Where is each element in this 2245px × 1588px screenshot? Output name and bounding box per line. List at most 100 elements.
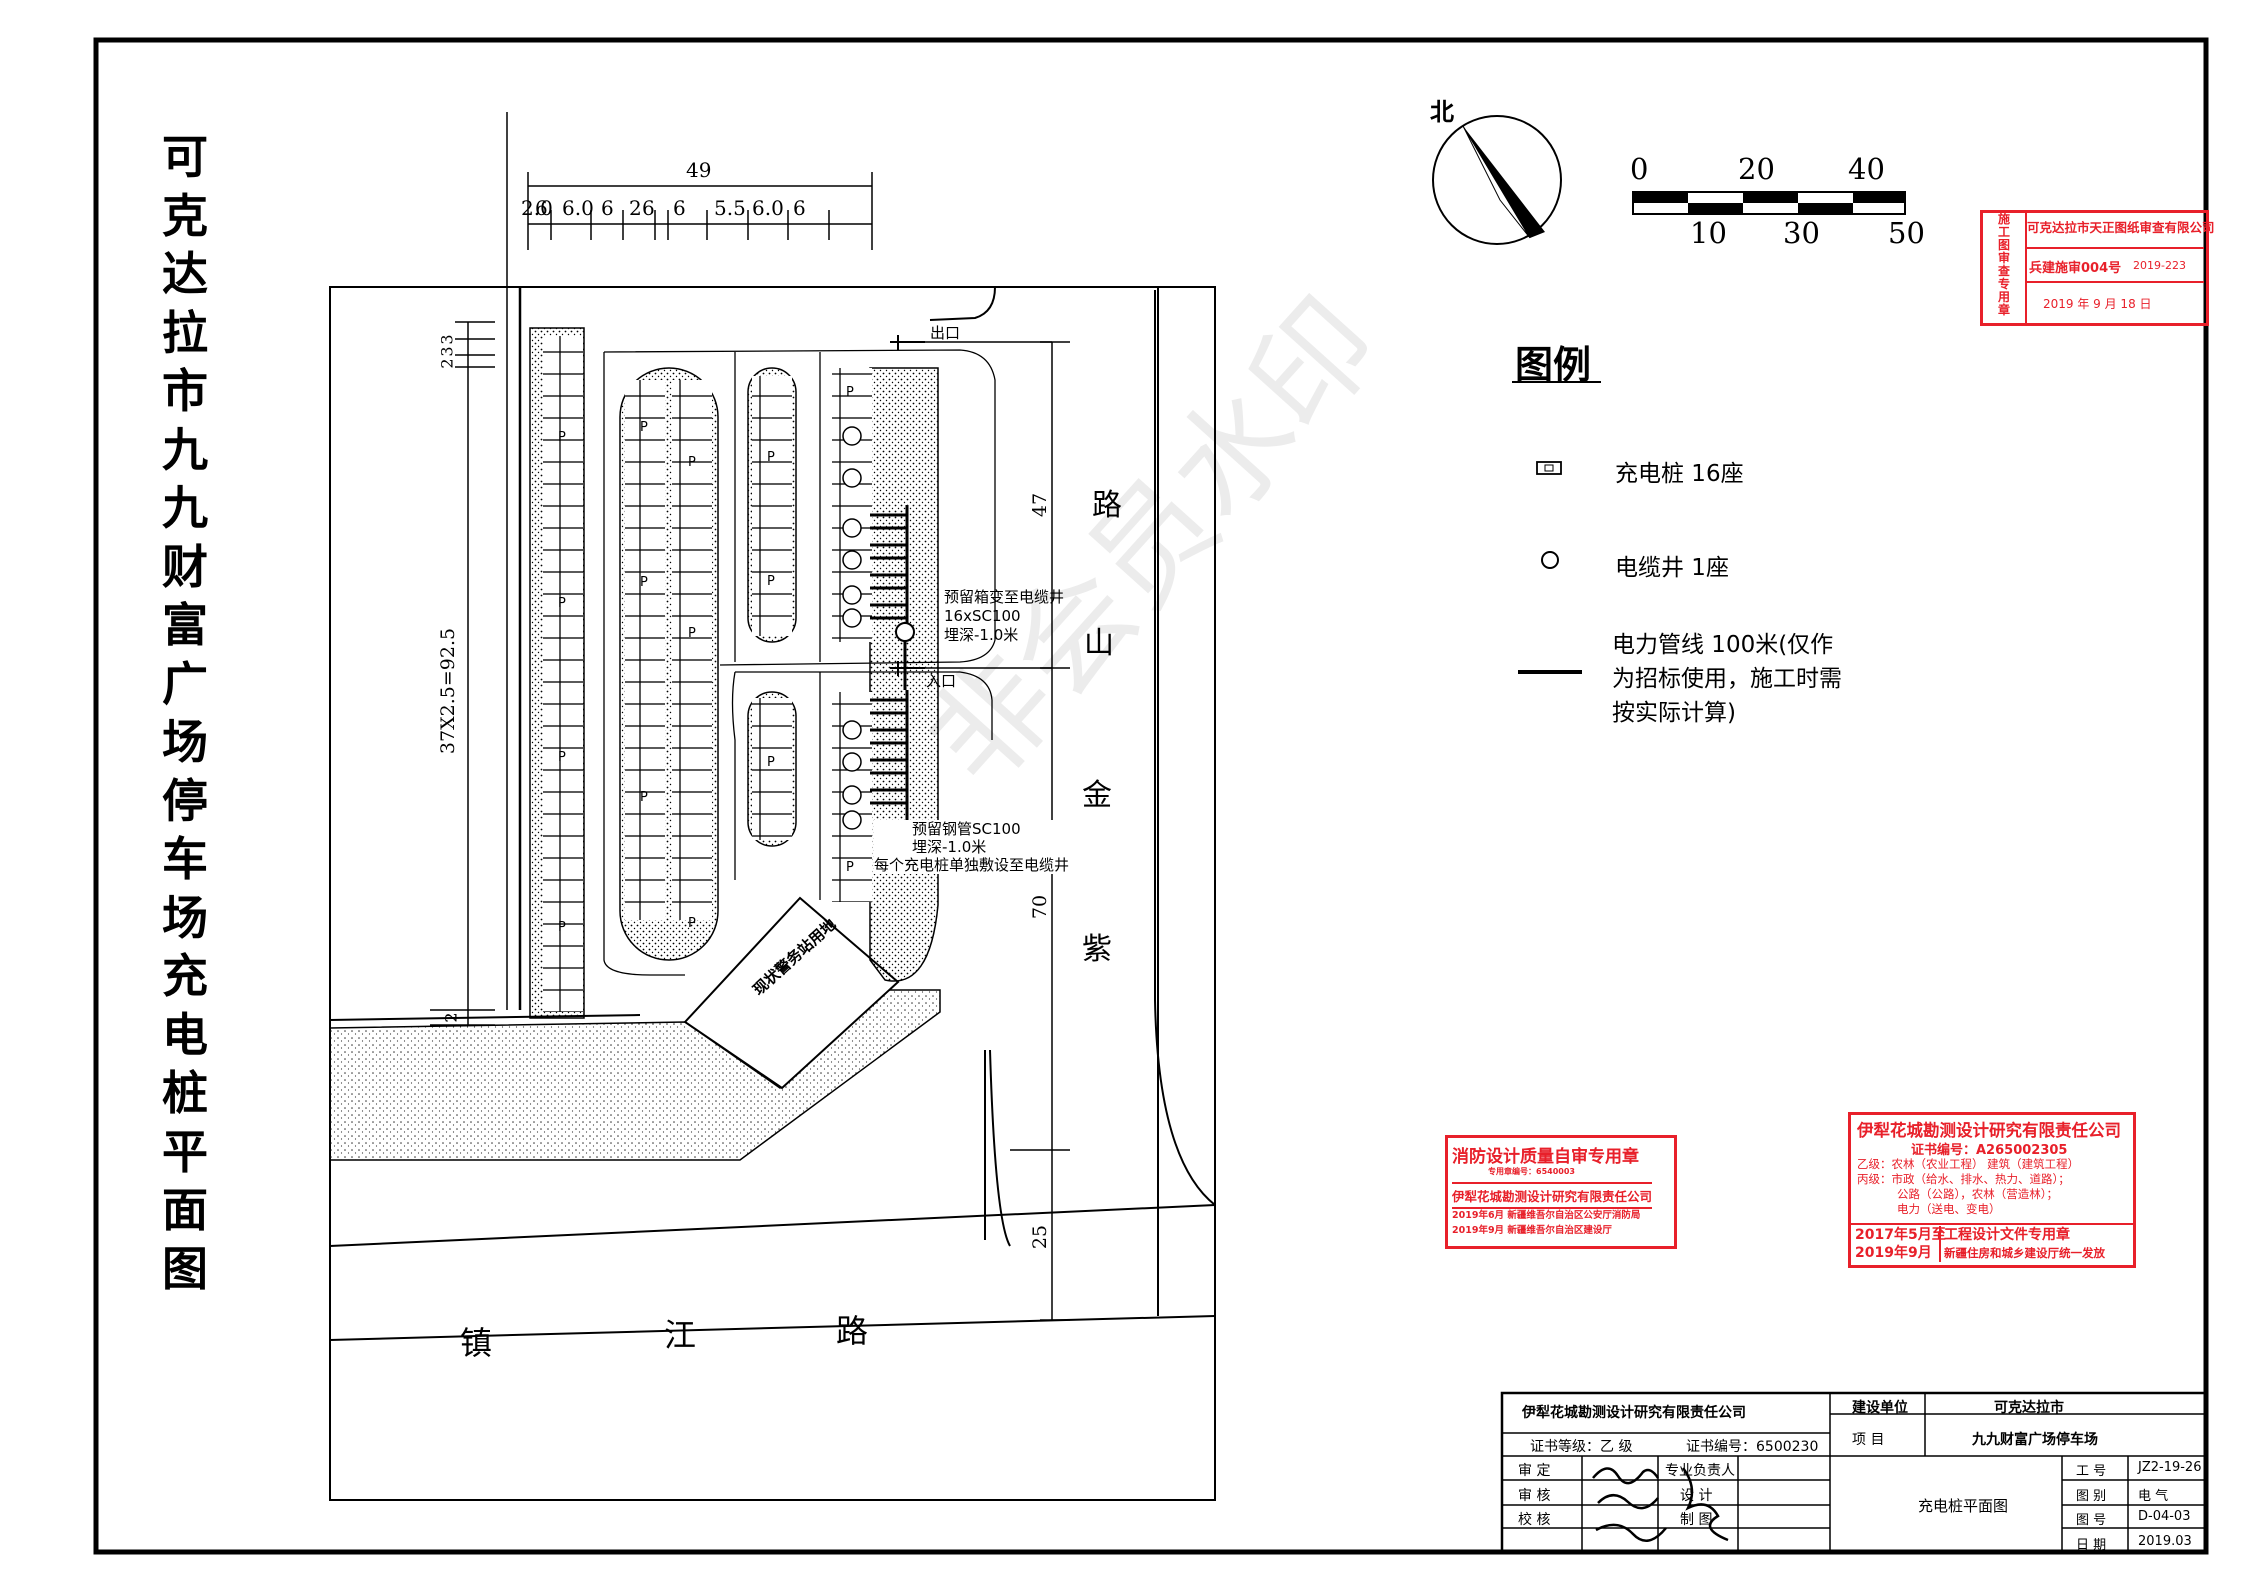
tb-company: 伊犁花城勘测设计研究有限责任公司	[1522, 1405, 1746, 1421]
parking-p-mark: P	[688, 916, 696, 931]
dim-right-25: 25	[1029, 1224, 1052, 1250]
parking-p-mark: P	[688, 626, 696, 641]
note-transformer: 预留箱变至电缆井 16xSC100 埋深-1.0米	[944, 588, 1064, 645]
dim-part: 2	[629, 196, 642, 220]
tb-design: 设 计	[1680, 1488, 1713, 1504]
parking-p-mark: P	[558, 920, 566, 935]
dim-left-bottom: 2	[441, 1012, 461, 1023]
fire-stamp-lines: 2019年6月 新疆维吾尔自治区公安厅消防局 2019年9月 新疆维吾尔自治区建…	[1452, 1208, 1640, 1238]
police-station-plot	[683, 896, 900, 1090]
review-stamp-side-char: 施	[1997, 212, 2010, 226]
stall-row-2	[752, 376, 792, 636]
dim-left-top: 3	[437, 334, 457, 345]
scale-label: 10	[1690, 216, 1727, 250]
road-south-2: 江	[664, 1316, 697, 1354]
review-stamp-side: 施工图审查专用章	[1983, 213, 2027, 323]
frame-border	[93, 37, 2209, 1555]
parking-p-mark: P	[767, 450, 775, 465]
parking-p-mark: P	[558, 430, 566, 445]
site-boundary	[329, 286, 1216, 1501]
stall-row-3	[752, 698, 792, 840]
note-conduit: 预留钢管SC100 埋深-1.0米 每个充电桩单独敷设至电缆井	[874, 820, 1070, 874]
road-south-3: 路	[836, 1312, 869, 1350]
tb-meta-value: 电 气	[2138, 1488, 2169, 1504]
review-stamp-no2: 2019-223	[2133, 259, 2186, 272]
parking-p-mark: P	[767, 755, 775, 770]
design-stamp-scope: 乙级：农林（农业工程） 建筑（建筑工程） 丙级：市政（给水、排水、热力、道路）；…	[1857, 1157, 2079, 1217]
design-stamp-dates: 2017年5月至 2019年9月	[1855, 1226, 1946, 1262]
design-stamp-line: 乙级：农林（农业工程） 建筑（建筑工程）	[1857, 1157, 2080, 1171]
review-stamp: 施工图审查专用章 可克达拉市天正图纸审查有限公司 兵建施审004号 2019-2…	[1980, 210, 2215, 326]
legend-item-charger: 充电桩 16座	[1615, 461, 1744, 487]
dim-part: 6	[793, 196, 806, 220]
dim-left-top3: 2	[437, 358, 457, 369]
dim-right-70: 70	[1029, 894, 1052, 920]
road-east-1: 紫	[1082, 932, 1112, 967]
tb-meta-value: D-04-03	[2138, 1509, 2191, 1524]
design-stamp-note-line: 工程设计文件专用章	[1944, 1227, 2070, 1243]
title-char: 车	[162, 832, 208, 886]
review-stamp-company: 可克达拉市天正图纸审查有限公司	[2027, 220, 2215, 235]
legend-heading: 图例	[1515, 343, 1592, 387]
power-line	[870, 505, 909, 830]
review-stamp-date: 2019 年 9 月 18 日	[2043, 297, 2152, 311]
review-stamp-side-char: 图	[1997, 238, 2010, 252]
review-stamp-side-char: 章	[1997, 303, 2010, 317]
design-stamp-line: 丙级：市政（给水、排水、热力、道路）；	[1857, 1172, 2070, 1186]
cable-well-marker	[895, 622, 915, 642]
fire-stamp-code: 专用章编号：6540003	[1488, 1167, 1575, 1176]
north-arrow-circle	[1432, 115, 1562, 245]
fire-stamp-title: 消防设计质量自审专用章	[1452, 1147, 1639, 1167]
note-line: 预留箱变至电缆井	[944, 588, 1065, 606]
signature-marks	[1592, 1467, 1729, 1542]
dimension-top	[527, 172, 873, 250]
note-line: 埋深-1.0米	[912, 838, 987, 856]
scale-label: 0	[1630, 152, 1649, 186]
tb-meta-label: 工 号	[2076, 1464, 2107, 1479]
tb-meta-label: 日 期	[2076, 1537, 2107, 1553]
scale-label: 30	[1783, 216, 1820, 250]
tb-client: 可克达拉市	[1994, 1400, 2064, 1416]
tb-project: 九九财富广场停车场	[1972, 1432, 2098, 1448]
road-east-4: 路	[1092, 488, 1122, 523]
tb-draw: 制 图	[1680, 1512, 1713, 1528]
parking-p-mark: P	[767, 574, 775, 589]
design-stamp: 伊犁花城勘测设计研究有限责任公司 证书编号：A265002305 乙级：农林（农…	[1848, 1112, 2136, 1268]
title-char: 可	[162, 130, 208, 184]
road-east-3: 山	[1084, 626, 1114, 661]
tb-approve: 审 定	[1518, 1463, 1551, 1479]
tb-drawing-name: 充电桩平面图	[1918, 1497, 2009, 1515]
gate-markers	[890, 335, 925, 676]
title-char: 场	[162, 715, 208, 769]
stall-row-1b	[672, 380, 712, 920]
review-stamp-side-char: 审	[1997, 251, 2010, 265]
dim-left-main: 37X2.5=92.5	[437, 627, 460, 755]
dim-left-top2: 3	[437, 346, 457, 357]
design-stamp-date: 2017年5月至	[1855, 1227, 1946, 1243]
title-char: 面	[162, 1183, 208, 1237]
dim-part: 5.5	[714, 196, 746, 220]
legend-well-sample	[1541, 551, 1559, 569]
entry-label: 入口	[926, 672, 957, 690]
road-east-2: 金	[1082, 778, 1112, 813]
title-char: 达	[162, 247, 208, 301]
scale-bar	[1632, 191, 1906, 215]
review-stamp-side-char: 工	[1997, 225, 2010, 239]
fire-stamp-line: 2019年9月 新疆维吾尔自治区建设厅	[1452, 1225, 1612, 1236]
parking-p-mark: P	[640, 420, 648, 435]
parking-p-mark: P	[640, 790, 648, 805]
exit-label: 出口	[930, 324, 961, 342]
tb-cert-grade: 证书等级：乙 级	[1530, 1439, 1633, 1455]
title-char: 拉	[162, 305, 208, 360]
scale-label: 50	[1888, 216, 1925, 250]
title-char: 图	[162, 1241, 208, 1296]
title-char: 广	[162, 656, 208, 711]
note-line: 埋深-1.0米	[944, 626, 1019, 644]
charger-markers	[842, 426, 862, 830]
lot-outlines	[603, 349, 996, 976]
parking-p-mark: P	[640, 575, 648, 590]
scale-label: 40	[1848, 152, 1885, 186]
dim-part: 6	[642, 196, 655, 220]
